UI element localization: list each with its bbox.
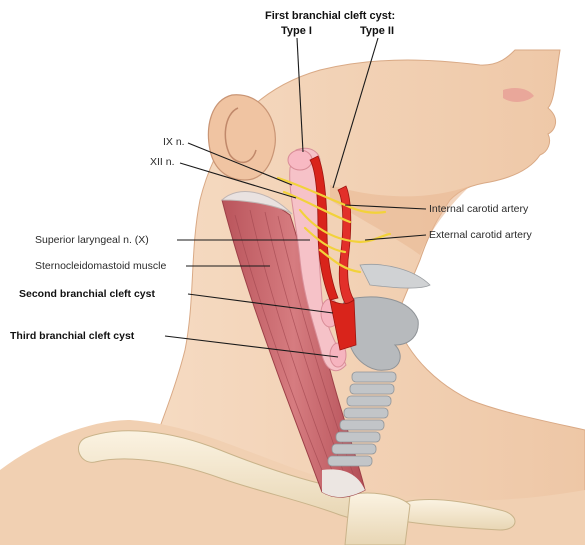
- header-title: First branchial cleft cyst:: [265, 10, 395, 22]
- label-ix-nerve: IX n.: [163, 136, 185, 148]
- sternum: [345, 493, 410, 545]
- label-xii-nerve: XII n.: [150, 156, 175, 168]
- label-second-cyst: Second branchial cleft cyst: [19, 288, 155, 300]
- label-external-carotid: External carotid artery: [429, 229, 532, 241]
- label-scm: Sternocleidomastoid muscle: [35, 260, 166, 272]
- label-third-cyst: Third branchial cleft cyst: [10, 330, 134, 342]
- first-cleft-cyst: [288, 150, 312, 170]
- label-superior-laryngeal: Superior laryngeal n. (X): [35, 234, 149, 246]
- label-type-2: Type II: [360, 25, 394, 37]
- label-type-1: Type I: [281, 25, 312, 37]
- label-internal-carotid: Internal carotid artery: [429, 203, 528, 215]
